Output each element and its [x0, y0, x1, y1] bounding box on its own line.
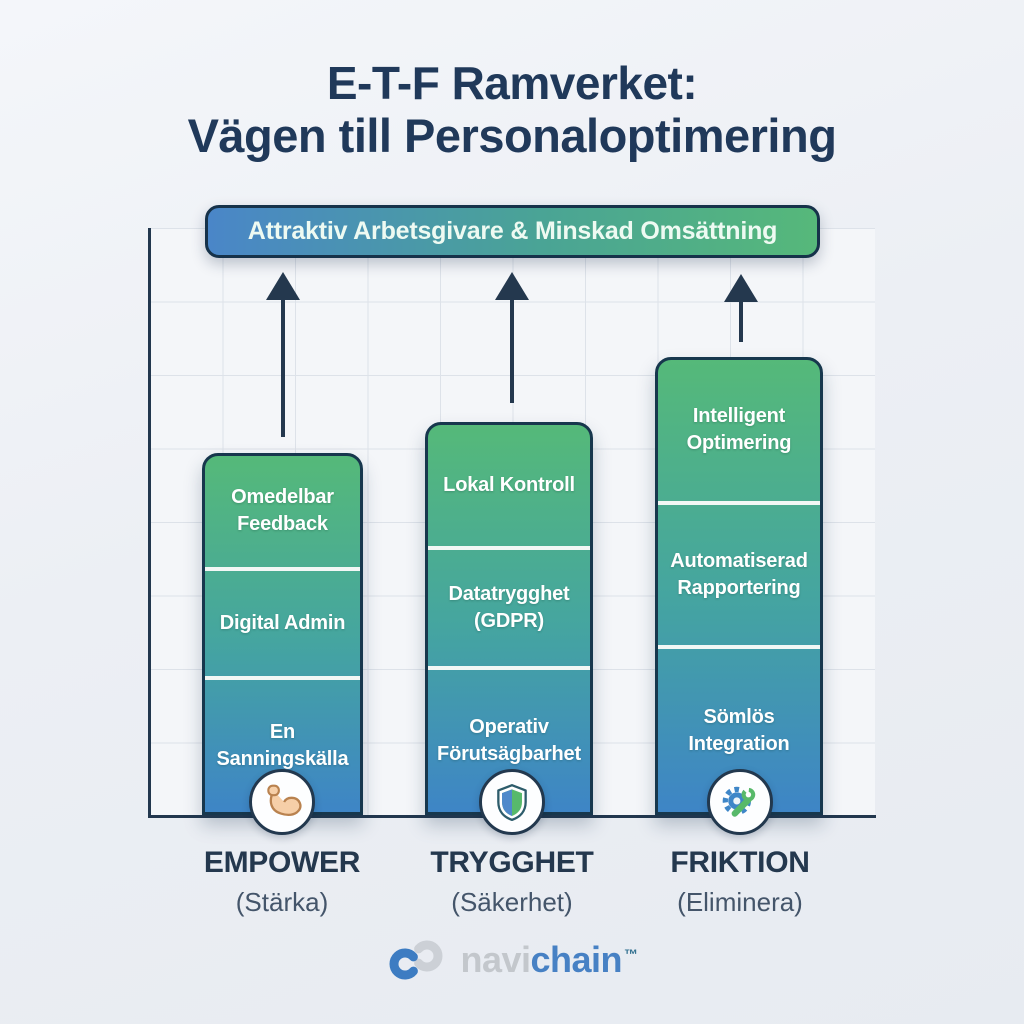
page-title-line1: E-T-F Ramverket: — [326, 57, 698, 109]
pillar-name: TRYGGHET — [430, 846, 594, 879]
pillar-subtitle: (Stärka) — [235, 887, 329, 917]
arrow-line — [281, 298, 285, 437]
arrow-line — [739, 300, 743, 342]
pillar-label-trygghet: TRYGGHET (Säkerhet) — [392, 846, 632, 918]
arrow-head-icon — [266, 272, 300, 300]
pillar-label-friktion: FRIKTION (Eliminera) — [620, 846, 860, 918]
pillar-segment: Intelligent Optimering — [686, 405, 792, 455]
pillar-label-empower: EMPOWER (Stärka) — [162, 846, 402, 918]
pillar-segment: Automatiserad Rapportering — [658, 500, 820, 646]
up-arrow-friktion — [724, 274, 758, 342]
page-title-line2: Vägen till Personaloptimering — [187, 108, 837, 162]
brand-word-navi: navi — [460, 939, 531, 980]
gear-wrench-icon — [707, 769, 773, 835]
y-axis-line — [148, 228, 151, 818]
pillar-empower: Omedelbar Feedback Digital Admin En Sann… — [202, 453, 363, 815]
pillar-subtitle: (Eliminera) — [677, 887, 803, 917]
pillar-segment: Lokal Kontroll — [443, 473, 575, 496]
pillar-subtitle: (Säkerhet) — [451, 887, 573, 917]
pillar-segment: Sömlös Integration — [658, 645, 820, 812]
flexed-biceps-icon — [249, 769, 315, 835]
pillar-segment: Datatrygghet (GDPR) — [428, 545, 590, 667]
page-title: E-T-F Ramverket: Vägen till Personalopti… — [0, 57, 1024, 162]
up-arrow-trygghet — [495, 272, 529, 403]
pillar-segment: En Sanningskälla — [205, 676, 360, 812]
pillar-name: EMPOWER — [203, 846, 361, 879]
chain-links-icon — [389, 940, 443, 980]
outcome-banner: Attraktiv Arbetsgivare & Minskad Omsättn… — [205, 205, 820, 258]
up-arrow-empower — [266, 272, 300, 437]
pillar-segment: Operativ Förutsägbarhet — [428, 666, 590, 812]
pillar-segment: Digital Admin — [205, 566, 360, 677]
pillar-friktion: Intelligent Optimering Automatiserad Rap… — [655, 357, 823, 815]
pillar-segment: Omedelbar Feedback — [231, 486, 334, 536]
brand-word-chain: chain — [530, 939, 623, 980]
arrow-head-icon — [495, 272, 529, 300]
shield-icon — [479, 769, 545, 835]
trademark-symbol: ™ — [624, 946, 638, 962]
pillar-name: FRIKTION — [670, 846, 810, 879]
pillar-trygghet: Lokal Kontroll Datatrygghet (GDPR) Opera… — [425, 422, 593, 815]
arrow-head-icon — [724, 274, 758, 302]
arrow-line — [510, 298, 514, 403]
